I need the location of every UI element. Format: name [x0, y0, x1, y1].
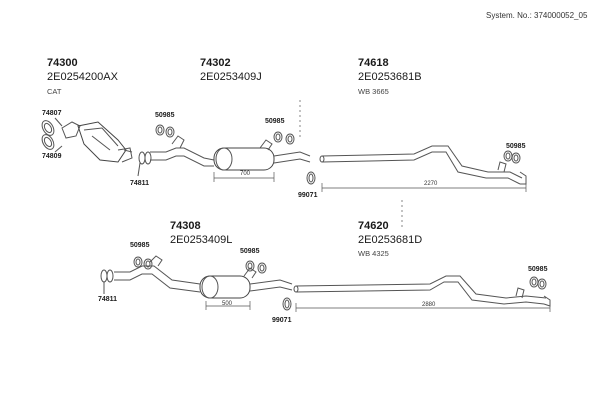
- clamp-icon: [511, 152, 521, 164]
- gasket-ring-icon: [41, 120, 55, 136]
- part-number-74302: 74302: [200, 57, 231, 69]
- muffler-icon: [213, 147, 275, 171]
- dimension-500: 500: [222, 301, 233, 307]
- clamp-icon: [155, 124, 165, 136]
- callout-99071-top: 99071: [298, 192, 318, 199]
- callout-99071-bottom: 99071: [272, 317, 292, 324]
- clamp-icon: [529, 276, 539, 288]
- clamp-icon: [133, 256, 143, 268]
- clamp-icon: [257, 262, 267, 274]
- part-note-74618: WB 3665: [358, 87, 389, 96]
- part-note-74300: CAT: [47, 87, 62, 96]
- gasket-ring-icon: [41, 134, 55, 150]
- clamp-icon: [306, 171, 316, 185]
- clamp-icon: [537, 278, 547, 290]
- part-number-74620: 74620: [358, 220, 389, 232]
- clamp-icon: [143, 258, 153, 270]
- clamp-icon: [285, 133, 295, 145]
- callout-50985-1: 50985: [155, 112, 175, 119]
- clamp-icon: [282, 297, 292, 311]
- callout-50985-6: 50985: [528, 266, 548, 273]
- part-code-74620: 2E0253681D: [358, 234, 423, 246]
- clamp-icon: [503, 150, 513, 162]
- part-note-74620: WB 4325: [358, 249, 389, 258]
- clamp-icon: [165, 126, 175, 138]
- part-number-74300: 74300: [47, 57, 78, 69]
- dimension-700: 700: [240, 171, 251, 177]
- part-number-74308: 74308: [170, 220, 201, 232]
- callout-74807: 74807: [42, 110, 62, 117]
- catalytic-converter-icon: [61, 121, 133, 163]
- part-number-74618: 74618: [358, 57, 389, 69]
- part-code-74308: 2E0253409L: [170, 234, 233, 246]
- muffler-icon: [199, 275, 251, 299]
- part-code-74300: 2E0254200AX: [47, 71, 118, 83]
- clamp-icon: [273, 131, 283, 143]
- callout-50985-2: 50985: [265, 118, 285, 125]
- rear-pipe-icon: [293, 275, 551, 307]
- callout-50985-5: 50985: [240, 248, 260, 255]
- part-code-74302: 2E0253409J: [200, 71, 262, 83]
- callout-74811-top: 74811: [130, 180, 150, 187]
- clamp-icon: [100, 269, 114, 294]
- callout-50985-4: 50985: [130, 242, 150, 249]
- dimension-2270: 2270: [424, 181, 438, 187]
- callout-74811-bottom: 74811: [98, 296, 118, 303]
- callout-74809: 74809: [42, 153, 62, 160]
- clamp-icon: [245, 260, 255, 272]
- part-code-74618: 2E0253681B: [358, 71, 422, 83]
- clamp-icon: [137, 151, 152, 177]
- system-number: System. No.: 374000052_05: [486, 11, 588, 20]
- dimension-2880: 2880: [422, 302, 436, 308]
- callout-50985-3: 50985: [506, 143, 526, 150]
- rear-pipe-icon: [319, 145, 527, 185]
